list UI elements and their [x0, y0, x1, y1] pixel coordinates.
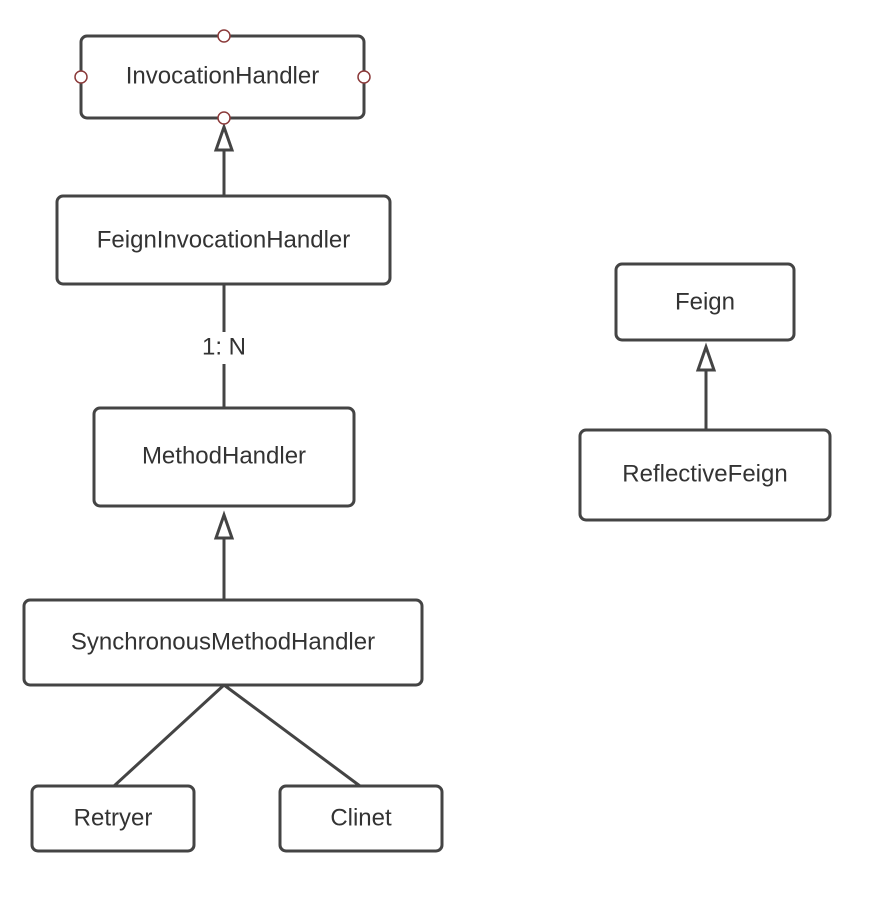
- node-label: Clinet: [330, 804, 392, 831]
- node-label: SynchronousMethodHandler: [71, 628, 375, 655]
- node-feign[interactable]: Feign: [614, 262, 796, 342]
- node-clinet[interactable]: Clinet: [278, 784, 444, 853]
- node-retryer[interactable]: Retryer: [30, 784, 196, 853]
- connection-handle[interactable]: [357, 70, 371, 84]
- node-method-handler[interactable]: MethodHandler: [92, 406, 356, 508]
- edge-synchronous-method-handler-to-retryer: [112, 683, 226, 788]
- inheritance-arrowhead: [213, 122, 235, 152]
- node-reflective-feign[interactable]: ReflectiveFeign: [578, 428, 832, 522]
- node-label: MethodHandler: [142, 442, 306, 469]
- edge-synchronous-method-handler-to-method-handler: [213, 510, 235, 600]
- node-invocation-handler[interactable]: InvocationHandler: [74, 29, 371, 125]
- connection-handle[interactable]: [217, 111, 231, 125]
- node-label: ReflectiveFeign: [622, 460, 787, 487]
- edge-reflective-feign-to-feign: [695, 342, 717, 430]
- node-label: InvocationHandler: [126, 62, 319, 89]
- edge-synchronous-method-handler-to-clinet: [223, 683, 361, 788]
- multiplicity-label: 1: N: [202, 333, 246, 360]
- edge-feign-invocation-handler-to-invocation-handler: [213, 122, 235, 196]
- node-feign-invocation-handler[interactable]: FeignInvocationHandler: [55, 194, 392, 286]
- node-label: Feign: [675, 288, 735, 315]
- connection-handle[interactable]: [74, 70, 88, 84]
- inheritance-arrowhead: [213, 510, 235, 540]
- node-label: Retryer: [74, 804, 153, 831]
- node-label: FeignInvocationHandler: [97, 226, 351, 253]
- connection-handle[interactable]: [217, 29, 231, 43]
- inheritance-arrowhead: [695, 342, 717, 372]
- node-synchronous-method-handler[interactable]: SynchronousMethodHandler: [22, 598, 424, 687]
- edge-feign-invocation-handler-to-method-handler: 1: N: [194, 284, 254, 408]
